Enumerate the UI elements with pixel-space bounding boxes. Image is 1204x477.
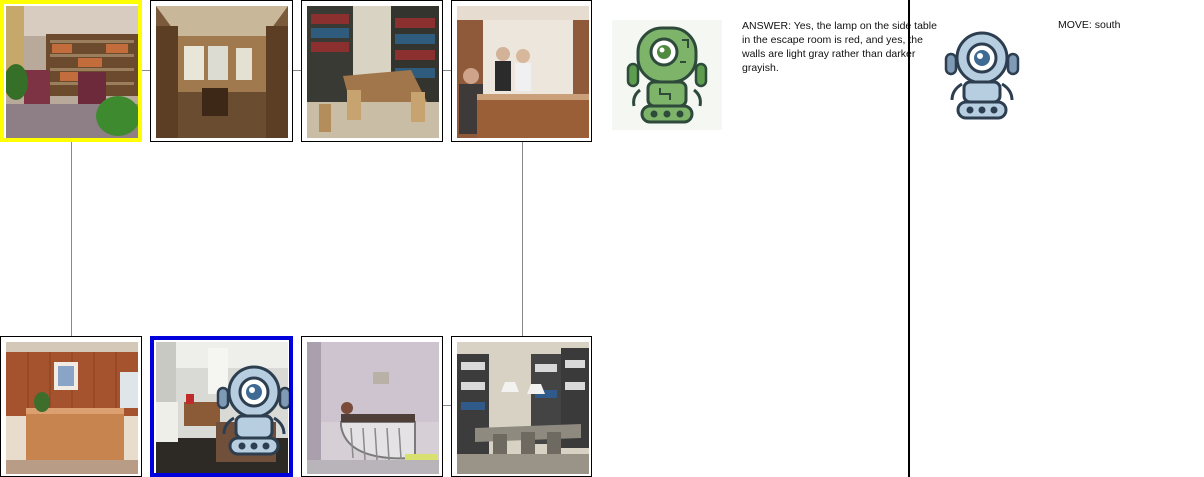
move-message: MOVE: south <box>1058 19 1121 31</box>
map-connector <box>443 405 451 406</box>
map-connector <box>443 70 451 71</box>
room-tile-wood-paneled-lounge[interactable] <box>150 0 293 142</box>
room-tile-wood-front-desk[interactable] <box>0 336 142 477</box>
room-photo <box>457 6 589 138</box>
room-tile-escape-room-office[interactable] <box>150 336 293 477</box>
room-photo <box>307 6 439 138</box>
green-robot-icon <box>626 26 708 124</box>
room-tile-library-study-table[interactable] <box>301 0 443 142</box>
room-tile-curved-desk-room[interactable] <box>301 336 443 477</box>
room-photo <box>156 6 288 138</box>
room-tile-library-reading-room[interactable] <box>0 0 142 142</box>
map-connector <box>71 142 72 336</box>
answerer-avatar <box>612 20 722 130</box>
panel-divider <box>908 0 910 477</box>
answer-message: ANSWER: Yes, the lamp on the side table … <box>742 20 937 74</box>
map-connector <box>293 70 301 71</box>
room-map <box>0 0 592 477</box>
blue-robot-icon <box>944 31 1020 120</box>
room-tile-library-tables[interactable] <box>451 336 592 477</box>
room-tile-reception-counter[interactable] <box>451 0 592 142</box>
map-connector <box>142 70 150 71</box>
room-photo <box>457 342 589 474</box>
blue-robot-icon <box>216 365 289 456</box>
room-photo <box>6 6 138 138</box>
room-photo <box>6 342 138 474</box>
map-connector <box>522 142 523 336</box>
room-photo <box>307 342 439 474</box>
